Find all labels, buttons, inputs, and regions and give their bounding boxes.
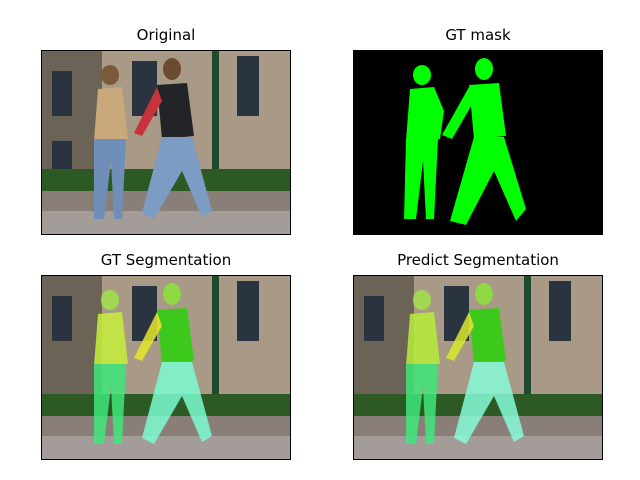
person-woman — [94, 65, 128, 219]
predict-segmentation-image — [353, 275, 603, 460]
overlay-woman — [94, 290, 128, 444]
mask-woman — [404, 65, 444, 219]
prediction-woman — [406, 290, 440, 444]
overlay-man — [134, 283, 212, 444]
panel-title-original: Original — [136, 26, 196, 44]
person-man — [134, 58, 212, 219]
original-image — [41, 50, 291, 235]
mask-man — [442, 58, 526, 225]
panel-title-gt-mask: GT mask — [445, 26, 511, 44]
prediction-man — [446, 283, 524, 444]
gt-segmentation-image — [41, 275, 291, 460]
gt-mask-image — [353, 50, 603, 235]
panel-title-predict-segmentation: Predict Segmentation — [397, 251, 559, 269]
panel-title-gt-segmentation: GT Segmentation — [100, 251, 232, 269]
